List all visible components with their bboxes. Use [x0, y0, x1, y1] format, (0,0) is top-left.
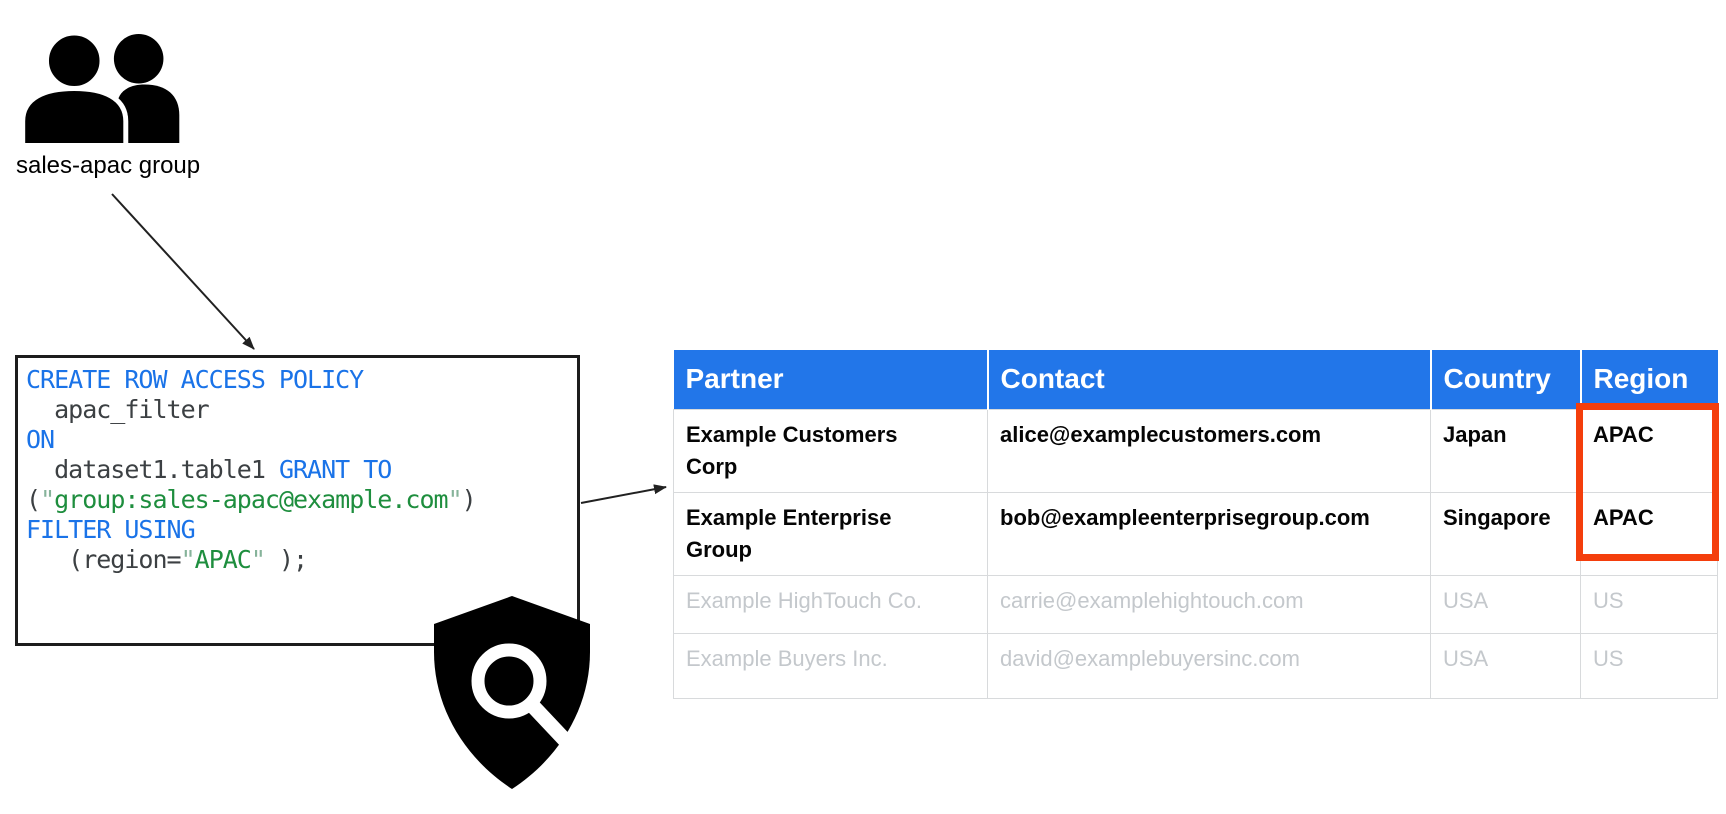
column-header-country: Country [1429, 350, 1581, 409]
cell-partner: Example HighTouch Co. [673, 574, 988, 634]
code-line: FILTER USING [26, 515, 196, 544]
cell-contact: carrie@examplehightouch.com [987, 574, 1431, 634]
cell-region: APAC [1580, 491, 1718, 576]
code-line: (region="APAC" ); [26, 545, 308, 574]
column-header-contact: Contact [986, 350, 1431, 409]
table-row: Example Buyers Inc.david@examplebuyersin… [673, 632, 1718, 699]
magnifier-handle [524, 697, 585, 761]
cell-country: USA [1430, 574, 1581, 634]
cell-partner: Example Buyers Inc. [673, 632, 988, 699]
table-row: Example HighTouch Co.carrie@examplehight… [673, 574, 1718, 634]
cell-contact: bob@exampleenterprisegroup.com [987, 491, 1431, 576]
shield-search-icon [434, 596, 590, 789]
code-line: ON [26, 425, 55, 454]
cell-country: Singapore [1430, 491, 1581, 576]
cell-partner: Example Enterprise Group [673, 491, 988, 576]
arrow-policy-to-table [580, 484, 667, 504]
column-header-region: Region [1579, 350, 1718, 409]
cell-partner: Example Customers Corp [673, 408, 988, 493]
column-header-partner: Partner [673, 350, 988, 409]
cell-country: Japan [1430, 408, 1581, 493]
magnifier-lens [471, 643, 547, 719]
group-label: sales-apac group [16, 152, 201, 179]
users-group-icon [20, 32, 180, 143]
cell-region: US [1580, 574, 1718, 634]
code-line: dataset1.table1 GRANT TO [26, 455, 392, 484]
arrow-group-to-policy [111, 193, 255, 350]
cell-region: US [1580, 632, 1718, 699]
cell-region: APAC [1580, 408, 1718, 493]
cell-country: USA [1430, 632, 1581, 699]
cell-contact: david@examplebuyersinc.com [987, 632, 1431, 699]
code-line: ("group:sales-apac@example.com") [26, 485, 477, 514]
code-line: apac_filter [26, 395, 210, 424]
code-line: CREATE ROW ACCESS POLICY [26, 365, 364, 394]
cell-contact: alice@examplecustomers.com [987, 408, 1431, 493]
